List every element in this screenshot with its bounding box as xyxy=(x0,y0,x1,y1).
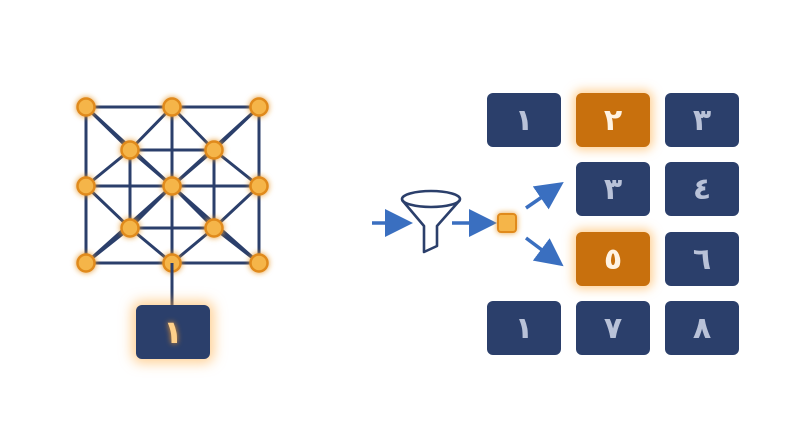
network-node xyxy=(120,218,140,238)
small-square-node-icon xyxy=(497,213,517,233)
network-nodes xyxy=(76,97,269,273)
network-edge xyxy=(128,105,174,152)
funnel-icon xyxy=(400,189,462,254)
network-edge xyxy=(170,105,216,152)
network-edge xyxy=(84,184,132,230)
network-node xyxy=(204,218,224,238)
candidate-tile: ١ xyxy=(487,301,561,355)
network-node xyxy=(76,253,96,273)
network-node xyxy=(249,253,269,273)
candidate-tile: ٨ xyxy=(665,301,739,355)
network-edge xyxy=(212,184,261,230)
network-node xyxy=(249,97,269,117)
network-node xyxy=(76,176,96,196)
network-node xyxy=(204,140,224,160)
network-node xyxy=(76,97,96,117)
network-output-tile: ١ xyxy=(136,305,210,359)
candidate-tile: ٦ xyxy=(665,232,739,286)
candidate-tile: ٤ xyxy=(665,162,739,216)
branch-arrow-up xyxy=(525,182,564,210)
network-node xyxy=(162,97,182,117)
candidate-tile: ٧ xyxy=(576,301,650,355)
candidate-tile-selected: ٢ xyxy=(576,93,650,147)
network-node xyxy=(249,176,269,196)
network-node xyxy=(120,140,140,160)
candidate-tile: ٣ xyxy=(576,162,650,216)
candidate-tile-selected: ٥ xyxy=(576,232,650,286)
candidate-tile: ٣ xyxy=(665,93,739,147)
candidate-tile: ١ xyxy=(487,93,561,147)
network-node xyxy=(162,176,182,196)
branch-arrow-down xyxy=(524,236,564,267)
